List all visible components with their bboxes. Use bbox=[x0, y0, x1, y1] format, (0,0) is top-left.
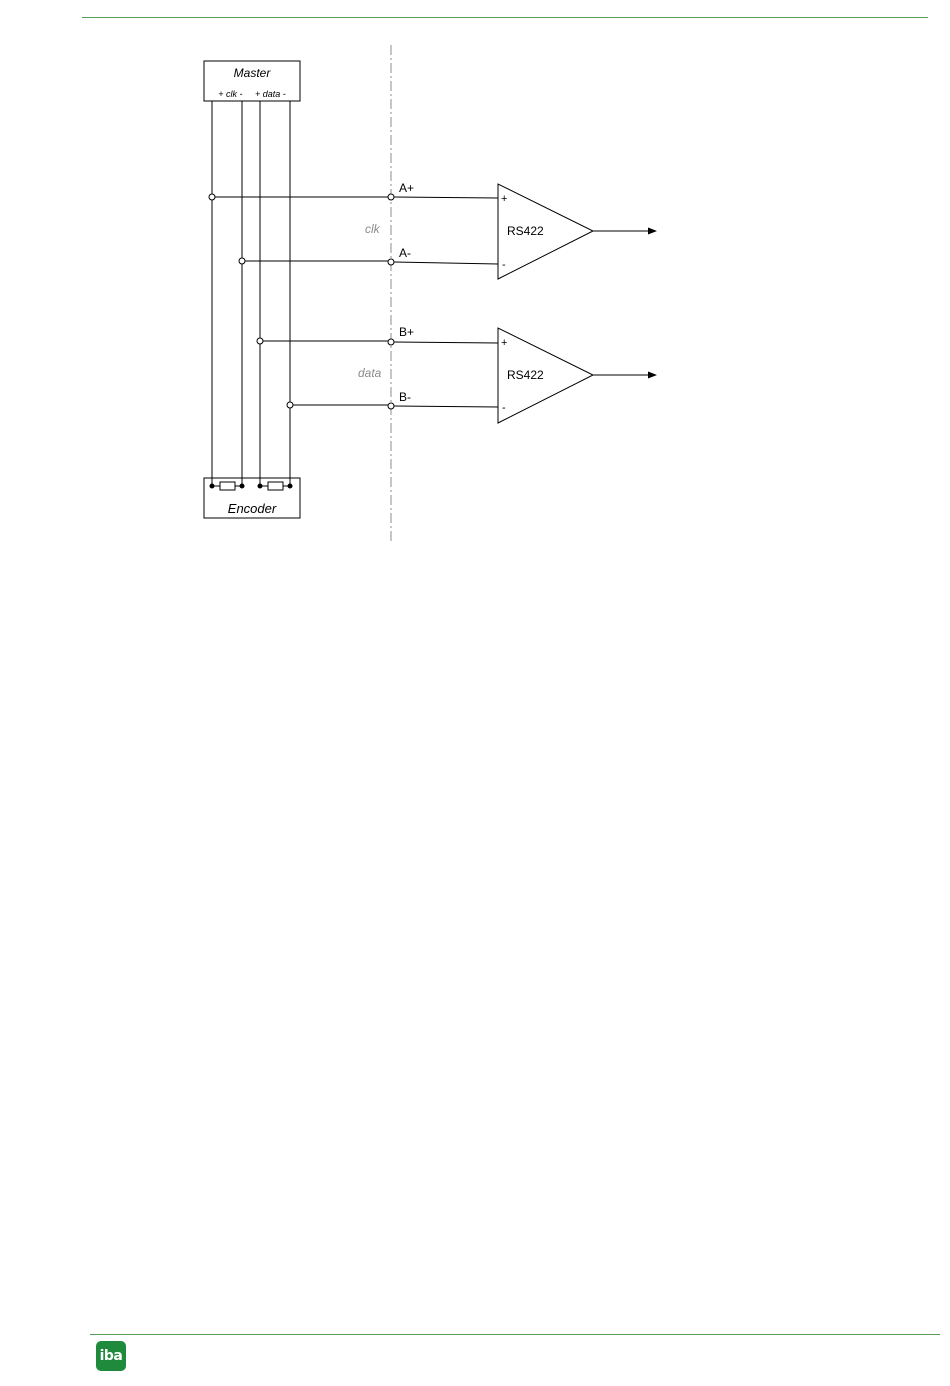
wire-junctions bbox=[209, 194, 293, 408]
encoder-block: Encoder bbox=[204, 478, 300, 518]
data-bus-label: data bbox=[358, 366, 382, 380]
output-arrow-icon bbox=[648, 372, 657, 379]
terminal-b-plus: B+ bbox=[399, 325, 414, 339]
receiver-plus-input: + bbox=[501, 337, 507, 349]
master-title: Master bbox=[234, 66, 272, 80]
receiver-plus-input: + bbox=[501, 193, 507, 205]
output-arrow-icon bbox=[648, 228, 657, 235]
rs422-receiver-data: RS422 + - bbox=[498, 328, 657, 423]
receiver-minus-input: - bbox=[502, 402, 506, 414]
terminal-a-plus: A+ bbox=[399, 181, 414, 195]
rs422-receiver-clk: RS422 + - bbox=[498, 184, 657, 279]
resistor-icon bbox=[220, 482, 235, 490]
iba-logo: iba bbox=[96, 1341, 126, 1371]
receiver-label: RS422 bbox=[507, 224, 544, 238]
vertical-wires bbox=[212, 101, 290, 486]
receiver-label: RS422 bbox=[507, 368, 544, 382]
terminal-a-minus: A- bbox=[399, 246, 411, 260]
clk-bus-label: clk bbox=[365, 222, 381, 236]
encoder-title: Encoder bbox=[228, 501, 277, 516]
footer-rule bbox=[90, 1334, 940, 1335]
master-block: Master + clk - + data - bbox=[204, 61, 300, 101]
master-pin-labels: + clk - + data - bbox=[218, 89, 286, 99]
resistor-icon bbox=[268, 482, 283, 490]
signal-lines bbox=[212, 197, 498, 407]
terminal-b-minus: B- bbox=[399, 390, 411, 404]
receiver-minus-input: - bbox=[502, 259, 506, 271]
